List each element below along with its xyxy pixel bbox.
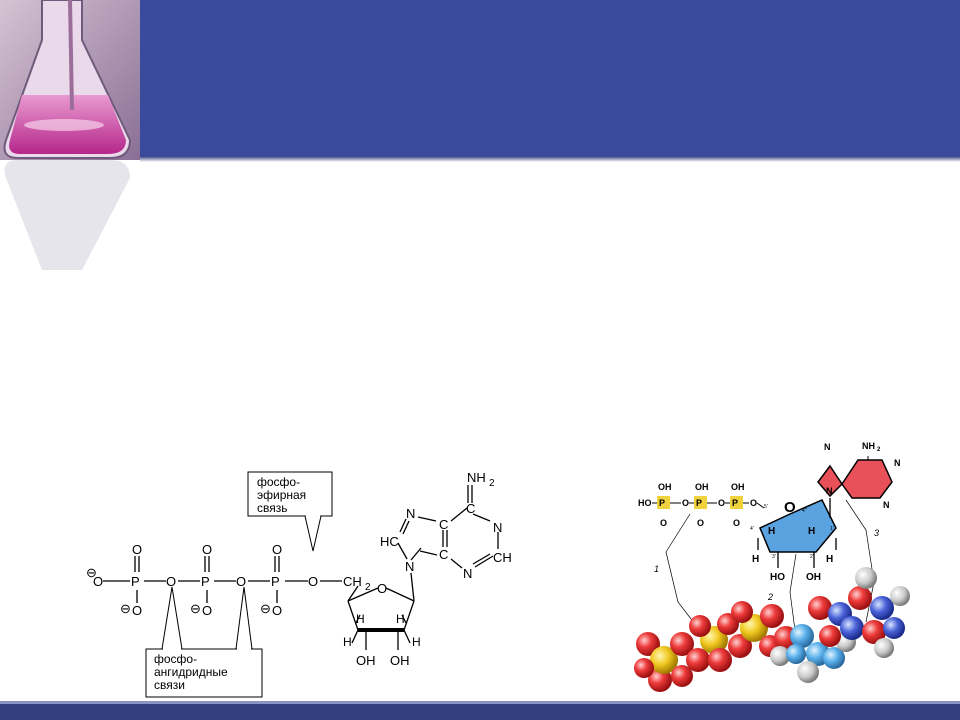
svg-text:1': 1' xyxy=(830,526,834,532)
atp-structural-formula: ⊖ O P O O ⊖ O P O O ⊖ O P O O ⊖ O CH 2 O… xyxy=(86,470,512,698)
svg-text:фосфо-: фосфо- xyxy=(154,652,197,666)
svg-text:H: H xyxy=(768,526,775,537)
svg-text:H: H xyxy=(356,612,365,626)
svg-text:P: P xyxy=(732,498,738,508)
phosphoanhydride-bonds-callout: фосфо- ангидридные связи xyxy=(145,586,263,698)
svg-text:OH: OH xyxy=(658,482,672,492)
svg-text:3: 3 xyxy=(874,528,879,538)
svg-text:N: N xyxy=(463,566,472,581)
svg-text:OH: OH xyxy=(806,572,821,583)
svg-text:O: O xyxy=(682,498,689,508)
svg-text:4': 4' xyxy=(750,526,754,532)
svg-text:P: P xyxy=(271,574,280,589)
svg-text:OH: OH xyxy=(390,653,410,668)
svg-text:H: H xyxy=(396,612,405,626)
svg-text:O: O xyxy=(93,574,103,589)
svg-text:O: O xyxy=(784,499,796,516)
svg-text:P: P xyxy=(131,574,140,589)
svg-text:N: N xyxy=(405,559,414,574)
svg-text:O: O xyxy=(660,518,667,528)
svg-text:2: 2 xyxy=(489,478,495,489)
svg-text:2: 2 xyxy=(767,592,773,602)
svg-text:эфирная: эфирная xyxy=(257,488,306,502)
svg-text:HC: HC xyxy=(380,534,399,549)
svg-text:O: O xyxy=(272,542,282,557)
svg-text:P: P xyxy=(696,498,702,508)
svg-text:H: H xyxy=(808,526,815,537)
svg-text:⊖: ⊖ xyxy=(260,601,271,616)
svg-text:фосфо-: фосфо- xyxy=(257,475,300,489)
svg-text:HO: HO xyxy=(638,498,652,508)
phosphoester-bond-callout: фосфо- эфирная связь xyxy=(247,471,333,552)
svg-text:O: O xyxy=(166,574,176,589)
svg-text:O: O xyxy=(202,603,212,618)
svg-text:H: H xyxy=(752,554,759,565)
svg-text:O: O xyxy=(733,518,740,528)
svg-text:H: H xyxy=(826,554,833,565)
svg-text:CH: CH xyxy=(493,550,512,565)
svg-text:O: O xyxy=(750,498,757,508)
svg-text:O: O xyxy=(697,518,704,528)
svg-text:связь: связь xyxy=(257,501,288,515)
svg-text:1: 1 xyxy=(654,564,659,574)
svg-text:N: N xyxy=(406,506,415,521)
svg-text:O: O xyxy=(377,581,387,596)
svg-text:N: N xyxy=(493,520,502,535)
flask-reflection xyxy=(4,160,130,270)
svg-text:OH: OH xyxy=(356,653,376,668)
svg-text:2': 2' xyxy=(810,554,814,560)
svg-text:2: 2 xyxy=(365,582,371,593)
space-filling-spheres xyxy=(634,567,910,692)
svg-text:N: N xyxy=(826,486,833,496)
footer-accent-line xyxy=(0,701,960,704)
svg-text:O: O xyxy=(308,574,318,589)
minus-charge-1: ⊖ xyxy=(86,565,97,580)
flask-image xyxy=(0,0,140,160)
footer-bar xyxy=(0,704,960,720)
svg-text:NH: NH xyxy=(467,470,486,485)
svg-text:4'': 4'' xyxy=(802,508,807,514)
svg-text:P: P xyxy=(201,574,210,589)
svg-text:связи: связи xyxy=(154,678,185,692)
svg-text:O: O xyxy=(202,542,212,557)
svg-text:OH: OH xyxy=(731,482,745,492)
svg-text:HO: HO xyxy=(770,572,785,583)
svg-text:N: N xyxy=(824,442,831,452)
svg-text:H: H xyxy=(343,635,352,649)
svg-text:H: H xyxy=(412,635,421,649)
svg-text:O: O xyxy=(718,498,725,508)
header-shadow xyxy=(140,156,960,162)
svg-text:CH: CH xyxy=(343,574,362,589)
svg-text:3': 3' xyxy=(772,554,776,560)
svg-text:⊖: ⊖ xyxy=(190,601,201,616)
svg-text:5': 5' xyxy=(764,504,768,510)
svg-text:NH: NH xyxy=(862,441,875,451)
svg-text:P: P xyxy=(659,498,665,508)
svg-text:O: O xyxy=(272,603,282,618)
svg-text:N: N xyxy=(894,458,901,468)
header-bar xyxy=(0,0,960,160)
svg-text:OH: OH xyxy=(695,482,709,492)
svg-text:C: C xyxy=(439,517,448,532)
svg-text:C: C xyxy=(439,547,448,562)
svg-text:⊖: ⊖ xyxy=(120,601,131,616)
svg-text:N: N xyxy=(883,500,890,510)
svg-text:2: 2 xyxy=(877,447,881,453)
svg-text:ангидридные: ангидридные xyxy=(154,665,228,679)
atp-molecular-model: HO P OH O O P OH O O P OH O O O H H H H … xyxy=(634,441,910,692)
svg-text:C: C xyxy=(466,501,475,516)
svg-text:O: O xyxy=(132,603,142,618)
svg-text:O: O xyxy=(236,574,246,589)
svg-text:O: O xyxy=(132,542,142,557)
